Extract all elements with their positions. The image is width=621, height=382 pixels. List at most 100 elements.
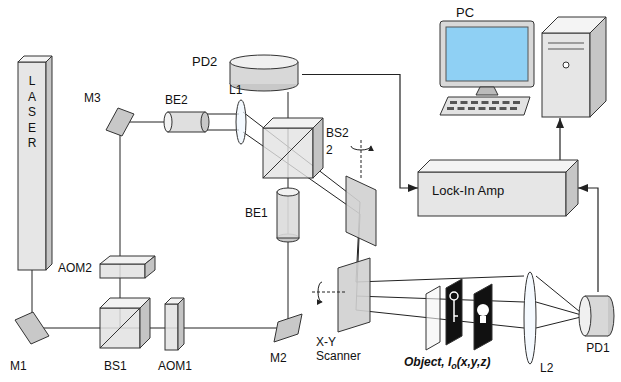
part-label: L1 (229, 84, 242, 98)
beam-expander-body (277, 192, 299, 238)
monitor-frame (440, 21, 534, 87)
part-label: AOM1 (158, 360, 192, 374)
lens (524, 272, 536, 364)
beam-splitter-diagonal (263, 128, 313, 178)
keyboard-key (503, 101, 510, 104)
keyboard-key (447, 107, 454, 110)
laser-beam (536, 316, 585, 328)
laser-beam (356, 276, 524, 282)
key-symbol (454, 315, 458, 317)
part-label: AOM2 (58, 262, 92, 276)
device-label: LASER (26, 74, 38, 152)
laser-beam (205, 114, 239, 115)
beam-splitter-side (313, 118, 323, 178)
part-label: BE2 (165, 94, 188, 108)
computer: PC (430, 3, 610, 118)
keyboard-key (458, 107, 465, 110)
mask-plate (474, 284, 492, 350)
drive-bay (548, 49, 584, 50)
key-symbol (450, 292, 458, 300)
keyboard-key (510, 107, 517, 110)
lock-in-amplifier: Lock-In Amp (418, 160, 578, 216)
mask-plate (446, 279, 462, 345)
keyboard-key (489, 107, 496, 110)
device-label: PC (456, 6, 474, 21)
part-label: BE1 (245, 207, 268, 221)
mirror (106, 108, 134, 136)
detector-face (579, 296, 591, 336)
keyboard-key (513, 101, 520, 104)
keyboard-key (471, 101, 478, 104)
laser-source-shape (18, 56, 52, 270)
beam-splitter-front (263, 128, 313, 178)
rotation-arrow (318, 282, 322, 302)
glass-plate (426, 286, 440, 350)
computer-tower-side (590, 17, 606, 117)
laser-box-front (18, 62, 46, 270)
bulb-symbol (477, 304, 489, 316)
device-label: PD1 (578, 342, 618, 356)
part-label: L2 (540, 362, 553, 376)
computer-shape (430, 3, 610, 118)
keyboard-key (500, 107, 507, 110)
beam-expander-face (277, 188, 299, 196)
laser-box-side (46, 56, 52, 270)
key-symbol (453, 300, 455, 322)
monitor-stand (476, 87, 498, 95)
part-label: BS2 (326, 127, 349, 141)
part-label: M3 (84, 92, 101, 106)
subscript: o (451, 361, 457, 371)
modulator-side (145, 256, 155, 278)
part-label: M1 (10, 360, 27, 374)
signal-wire (559, 118, 560, 160)
laser-beam (243, 112, 360, 202)
lens (236, 100, 246, 144)
keyboard-key (450, 101, 457, 104)
device-label: Lock-In Amp (432, 184, 504, 199)
drive-bay (548, 43, 584, 44)
object-planes (426, 279, 492, 350)
detector-face (230, 55, 298, 69)
laser-beam (536, 276, 585, 316)
modulator-side (178, 298, 184, 350)
signal-wire (578, 188, 598, 292)
keyboard-key (479, 107, 486, 110)
beam-expander-face (164, 112, 172, 132)
bulb-symbol (480, 316, 486, 323)
laser-beam (536, 302, 585, 316)
laser-source: LASER (18, 56, 52, 270)
device-label: PD2 (192, 55, 217, 70)
object-label: (x,y,z) (457, 356, 491, 370)
beam-expander-face (201, 112, 209, 132)
rotation-arrow (351, 146, 371, 150)
part-label: BS1 (104, 360, 127, 374)
laser-beam (32, 92, 288, 328)
power-button (563, 62, 569, 68)
mirror (274, 314, 302, 342)
monitor-screen (446, 27, 528, 81)
keyboard-key (492, 101, 499, 104)
modulator-front (165, 304, 178, 350)
amplifier-box-top (418, 160, 578, 172)
amplifier-box-front (418, 172, 566, 216)
beam-expander-body (168, 112, 205, 132)
photodetector: PD2 (192, 52, 302, 97)
laser-beam (120, 122, 168, 328)
detector-edge (230, 62, 231, 84)
detector-edge (585, 296, 608, 297)
keyboard (440, 97, 530, 115)
optical-components (15, 100, 536, 364)
keyboard-key (482, 101, 489, 104)
detector-edge (298, 62, 299, 84)
keyboard-key (461, 101, 468, 104)
object-label: Object, I (404, 356, 451, 370)
part-label: M2 (270, 352, 287, 366)
beam-splitter-front (100, 308, 140, 348)
beam-splitter-diagonal (100, 308, 140, 348)
signal-wire (302, 75, 418, 189)
part-label: X-Y Scanner (316, 336, 372, 364)
beam-paths (32, 92, 585, 328)
port-number: 2 (326, 144, 333, 158)
axis-line (312, 292, 346, 293)
